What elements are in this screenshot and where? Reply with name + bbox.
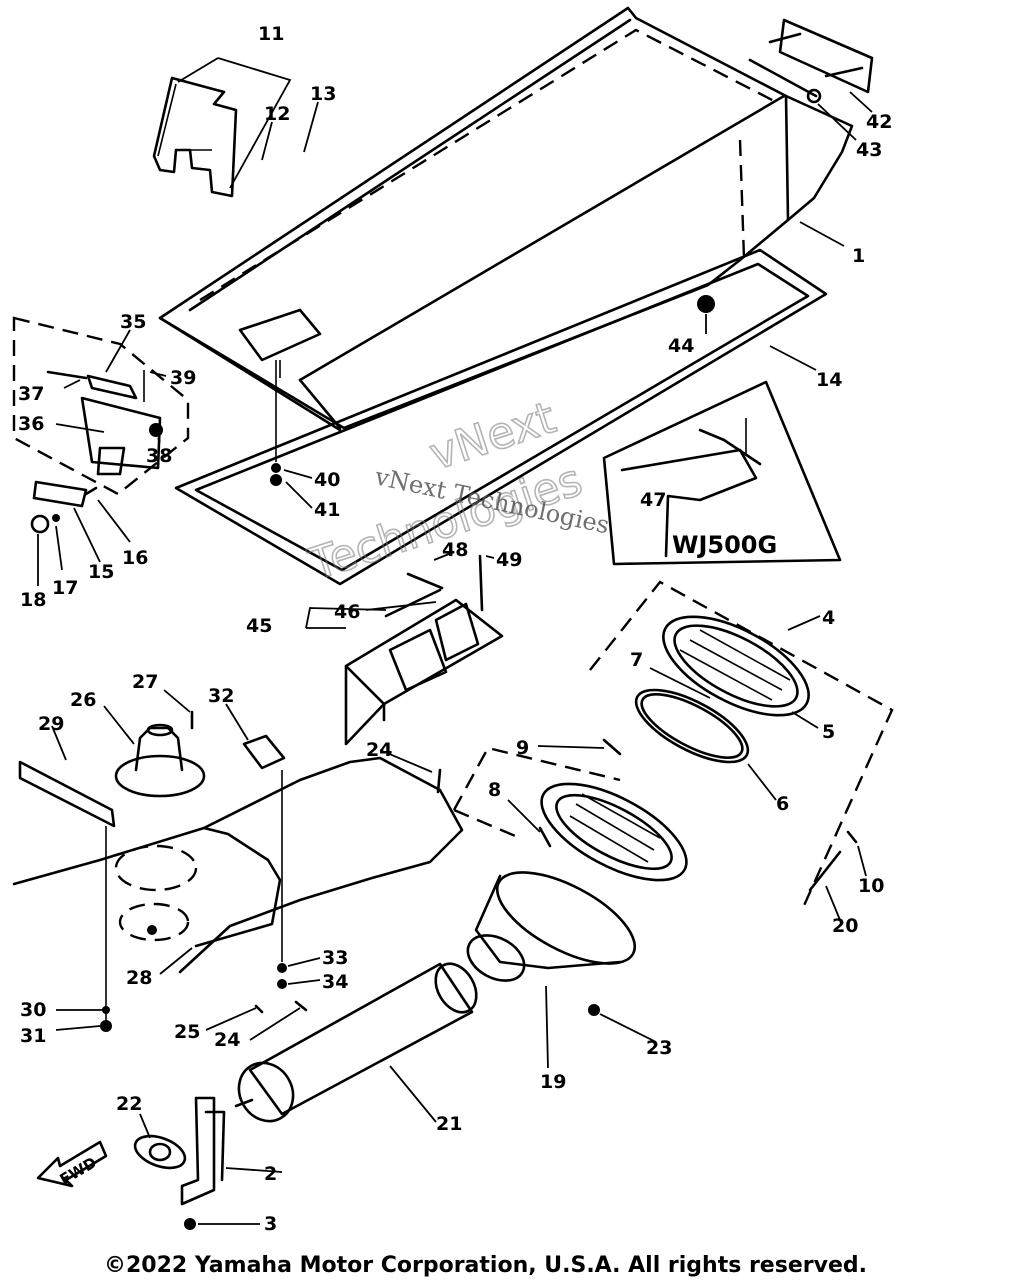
callout-3: 3 — [264, 1213, 277, 1235]
muffler-tube-part — [234, 962, 478, 1123]
callout-43: 43 — [856, 139, 882, 161]
callout-8: 8 — [488, 779, 501, 801]
forward-arrow-icon: FWD — [36, 1140, 108, 1189]
callout-6: 6 — [776, 793, 789, 815]
callout-32: 32 — [208, 685, 234, 707]
callout-14: 14 — [816, 369, 842, 391]
bracket-strip-part — [18, 760, 116, 1032]
model-inset-part — [602, 380, 842, 566]
callout-7: 7 — [630, 649, 643, 671]
hinge-bracket-part — [748, 18, 874, 104]
callout-36: 36 — [18, 413, 44, 435]
bracket-plate-part — [152, 76, 238, 198]
callout-25: 25 — [174, 1021, 200, 1043]
callout-48: 48 — [442, 539, 468, 561]
callout-26: 26 — [70, 689, 96, 711]
callout-31: 31 — [20, 1025, 46, 1047]
callout-46: 46 — [334, 601, 360, 623]
callout-23: 23 — [646, 1037, 672, 1059]
callout-17: 17 — [52, 577, 78, 599]
callout-39: 39 — [170, 367, 196, 389]
callout-24-upper: 24 — [366, 739, 392, 761]
callout-30: 30 — [20, 999, 46, 1021]
callout-44: 44 — [668, 335, 694, 357]
latch-assembly-part — [12, 316, 190, 496]
callout-19: 19 — [540, 1071, 566, 1093]
gasket-frame-part — [174, 248, 828, 586]
callout-47: 47 — [640, 489, 666, 511]
fwd-label: FWD — [57, 1153, 100, 1188]
clamp-part — [242, 734, 287, 989]
callout-10: 10 — [858, 875, 884, 897]
callout-12: 12 — [264, 103, 290, 125]
callout-1: 1 — [852, 245, 865, 267]
callout-35: 35 — [120, 311, 146, 333]
callout-5: 5 — [822, 721, 835, 743]
intake-grill-part — [589, 580, 894, 911]
callout-24-lower: 24 — [214, 1029, 240, 1051]
callout-18: 18 — [20, 589, 46, 611]
callout-20: 20 — [832, 915, 858, 937]
rubber-boot-part — [114, 723, 206, 798]
callout-15: 15 — [88, 561, 114, 583]
callout-41: 41 — [314, 499, 340, 521]
callout-27: 27 — [132, 671, 158, 693]
callout-40: 40 — [314, 469, 340, 491]
nozzle-housing-part — [466, 871, 637, 1016]
callout-labels: 1 2 3 4 5 6 7 8 9 10 11 12 13 14 15 16 1… — [18, 23, 892, 1235]
callout-13: 13 — [310, 83, 336, 105]
callout-29: 29 — [38, 713, 64, 735]
callout-11: 11 — [258, 23, 284, 45]
deck-plate-part — [12, 756, 464, 974]
inlet-housing-part — [452, 746, 688, 882]
callout-34: 34 — [322, 971, 348, 993]
callout-37: 37 — [18, 383, 44, 405]
bracket-mount-part — [133, 1096, 226, 1230]
callout-28: 28 — [126, 967, 152, 989]
small-hardware-part — [190, 295, 858, 1014]
callout-38: 38 — [146, 445, 172, 467]
callout-9: 9 — [516, 737, 529, 759]
latch-hardware-part — [30, 480, 98, 534]
mount-bracket-part — [344, 554, 504, 746]
callout-21: 21 — [436, 1113, 462, 1135]
model-label: WJ500G — [672, 531, 777, 559]
callout-45: 45 — [246, 615, 272, 637]
callout-2: 2 — [264, 1163, 277, 1185]
copyright-notice: ©2022 Yamaha Motor Corporation, U.S.A. A… — [104, 1253, 867, 1278]
callout-42: 42 — [866, 111, 892, 133]
callout-49: 49 — [496, 549, 522, 571]
leader-lines — [37, 57, 873, 1225]
callout-4: 4 — [822, 607, 835, 629]
callout-16: 16 — [122, 547, 148, 569]
callout-22: 22 — [116, 1093, 142, 1115]
callout-33: 33 — [322, 947, 348, 969]
